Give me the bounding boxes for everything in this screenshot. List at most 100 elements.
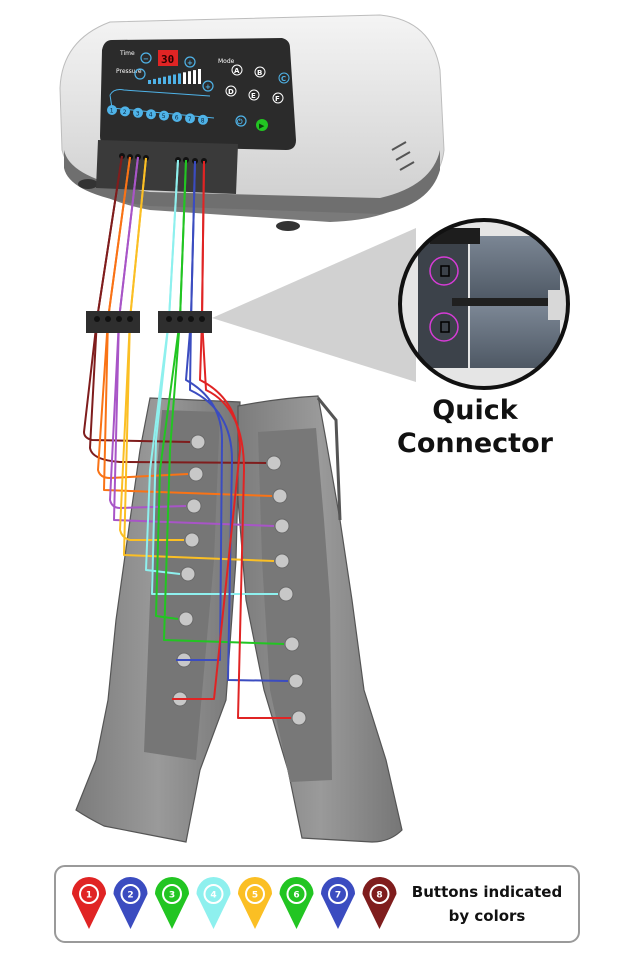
pressure-plus-symbol: + bbox=[205, 83, 211, 91]
connector-block-bottom bbox=[470, 306, 560, 368]
time-plus-button[interactable] bbox=[184, 56, 196, 68]
pressure-level-segment bbox=[153, 78, 156, 84]
legend-pin-8: 8 bbox=[362, 877, 397, 929]
pressure-level-segment bbox=[178, 73, 181, 84]
connector-pin-highlight-top bbox=[429, 256, 459, 286]
air-valve bbox=[190, 434, 206, 450]
chamber-button-1[interactable] bbox=[107, 105, 117, 115]
pin-number: 8 bbox=[376, 891, 382, 901]
pin-ring bbox=[328, 884, 348, 904]
air-tube bbox=[97, 156, 189, 479]
pressure-level-bar bbox=[148, 69, 201, 84]
pressure-plus-button[interactable] bbox=[202, 80, 214, 92]
air-valve bbox=[186, 498, 202, 514]
chamber-button-label: 2 bbox=[123, 109, 127, 116]
pressure-label: Pressure bbox=[116, 68, 142, 75]
air-tubes bbox=[83, 155, 291, 719]
mode-button-group: A B C D E F bbox=[225, 64, 290, 104]
power-button[interactable] bbox=[235, 115, 247, 127]
legend-pin-3: 3 bbox=[155, 877, 189, 929]
chamber-button-label: 6 bbox=[175, 115, 179, 122]
mode-button-b[interactable]: B bbox=[257, 69, 262, 77]
air-valve bbox=[291, 710, 307, 726]
legend-pin-4: 4 bbox=[196, 877, 231, 929]
chamber-button-7[interactable] bbox=[185, 113, 195, 124]
time-minus-symbol: − bbox=[143, 55, 149, 63]
air-valve bbox=[178, 611, 194, 627]
air-tube bbox=[119, 157, 184, 541]
legend-pin-5: 5 bbox=[238, 877, 272, 929]
chamber-button-2[interactable] bbox=[120, 106, 130, 117]
boot-right-strap bbox=[316, 397, 342, 521]
legend-pin-2: 2 bbox=[113, 877, 148, 929]
air-tube bbox=[172, 160, 241, 700]
pressure-level-segment bbox=[193, 70, 196, 84]
mode-button-e[interactable]: E bbox=[251, 92, 256, 100]
chamber-button-label: 4 bbox=[149, 112, 153, 119]
air-tube bbox=[113, 156, 275, 527]
chamber-button-label: 7 bbox=[188, 116, 192, 123]
pin-ring bbox=[245, 884, 265, 904]
legend-pin-6: 6 bbox=[279, 877, 314, 929]
pin-number: 3 bbox=[169, 891, 175, 901]
air-valve bbox=[284, 636, 300, 652]
compression-boots bbox=[75, 395, 403, 843]
pin-ring bbox=[162, 884, 182, 904]
air-valve bbox=[266, 455, 282, 471]
air-valve bbox=[272, 488, 288, 504]
mode-button-a[interactable]: A bbox=[234, 67, 240, 75]
time-value: 30 bbox=[161, 53, 174, 66]
device-foot-left bbox=[78, 179, 98, 189]
air-valve bbox=[274, 518, 290, 534]
legend-pin-7: 7 bbox=[321, 877, 355, 929]
mode-button-d[interactable]: D bbox=[228, 88, 234, 96]
pressure-level-segment bbox=[188, 71, 191, 84]
pin-ring bbox=[203, 884, 224, 904]
time-label: Time bbox=[119, 50, 135, 57]
chamber-button-3[interactable] bbox=[133, 107, 143, 118]
time-minus-button[interactable] bbox=[140, 52, 152, 64]
time-display bbox=[158, 50, 178, 66]
chamber-button-5[interactable] bbox=[159, 110, 169, 121]
boot-right-valves bbox=[266, 455, 307, 726]
mode-label: Mode bbox=[218, 58, 235, 65]
pin-ring bbox=[286, 884, 307, 904]
pin-ring bbox=[79, 884, 99, 904]
air-tube bbox=[123, 157, 275, 562]
pressure-minus-button[interactable] bbox=[134, 68, 146, 80]
pin-number: 5 bbox=[252, 891, 258, 901]
air-valve bbox=[188, 466, 204, 482]
chamber-button-8[interactable] bbox=[198, 114, 208, 125]
air-tube bbox=[151, 159, 278, 595]
quick-connector-title-line1: Quick bbox=[432, 395, 518, 426]
air-valve bbox=[184, 532, 200, 548]
control-panel bbox=[100, 38, 296, 150]
pressure-level-segment bbox=[148, 80, 151, 84]
pin-ring bbox=[120, 884, 141, 904]
chamber-button-6[interactable] bbox=[172, 112, 182, 122]
callout-beam bbox=[212, 228, 416, 382]
device-side-band bbox=[64, 150, 440, 214]
port-panel bbox=[96, 140, 238, 194]
air-tube bbox=[89, 155, 267, 464]
quick-connector-right bbox=[158, 311, 212, 333]
chamber-button-4[interactable] bbox=[146, 109, 156, 120]
pin-number: 1 bbox=[86, 891, 92, 901]
chamber-button-label: 3 bbox=[136, 110, 140, 117]
air-tube bbox=[83, 155, 191, 443]
mode-button-f[interactable]: F bbox=[275, 95, 280, 103]
connector-pin-highlight-bottom bbox=[429, 312, 459, 342]
air-tube bbox=[103, 156, 273, 497]
pressure-level-segment bbox=[158, 77, 161, 84]
start-icon: ▶ bbox=[259, 122, 265, 130]
mode-button-c[interactable]: C bbox=[281, 75, 286, 83]
quick-connector-title-line2: Connector bbox=[397, 428, 554, 459]
pressure-level-segment bbox=[163, 76, 166, 84]
boot-right-panel bbox=[258, 428, 332, 782]
start-button[interactable] bbox=[256, 119, 268, 131]
air-valve bbox=[288, 673, 304, 689]
